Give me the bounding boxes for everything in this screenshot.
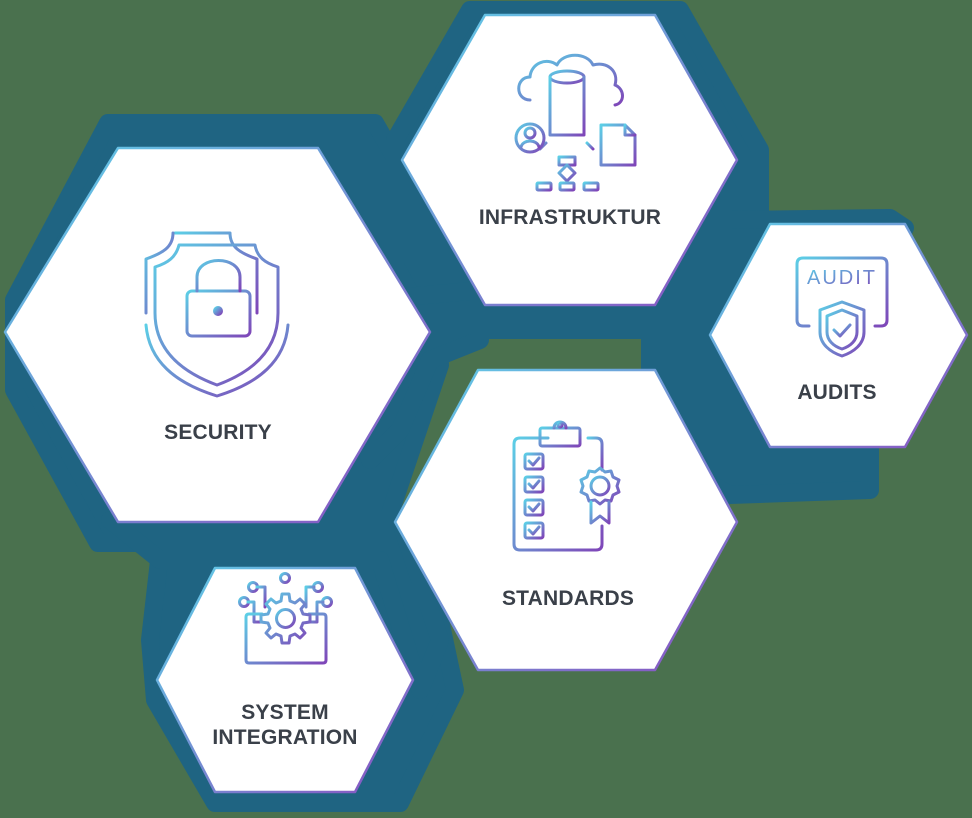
tile-standards[interactable] <box>393 368 739 672</box>
tile-label-system: SYSTEM <box>241 701 329 724</box>
monitor-gear-circuit-icon <box>238 572 333 674</box>
tile-label-audits: AUDITS <box>797 381 877 404</box>
cloud-database-network-icon <box>514 53 637 192</box>
tile-infrastruktur[interactable] <box>400 13 739 307</box>
clipboard-checklist-badge-icon <box>512 420 621 552</box>
shield-lock-icon <box>144 231 290 398</box>
audit-shield-check-icon: AUDIT <box>795 256 889 358</box>
audit-icon-text: AUDIT <box>807 267 877 289</box>
tile-label-infrastruktur: INFRASTRUKTUR <box>478 206 662 229</box>
tile-label-security: SECURITY <box>164 421 272 444</box>
tile-label-standards: STANDARDS <box>501 587 635 610</box>
tile-label-integration: INTEGRATION <box>212 726 358 749</box>
tile-label-system-integration: SYSTEM INTEGRATION <box>185 700 385 750</box>
tile-system-integration[interactable] <box>155 566 415 794</box>
